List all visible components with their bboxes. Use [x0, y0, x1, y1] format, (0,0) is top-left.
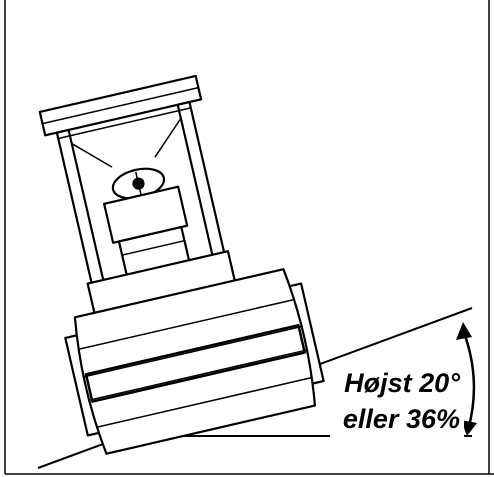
label-backing: [330, 365, 464, 437]
angle-label-line1: Højst 20°: [344, 368, 460, 398]
double-arrow-icon: [456, 322, 477, 436]
drum: [73, 268, 317, 455]
angle-label-line2: eller 36%: [343, 404, 460, 434]
roller-on-slope-icon: [38, 74, 325, 455]
frame: [4, 0, 494, 475]
